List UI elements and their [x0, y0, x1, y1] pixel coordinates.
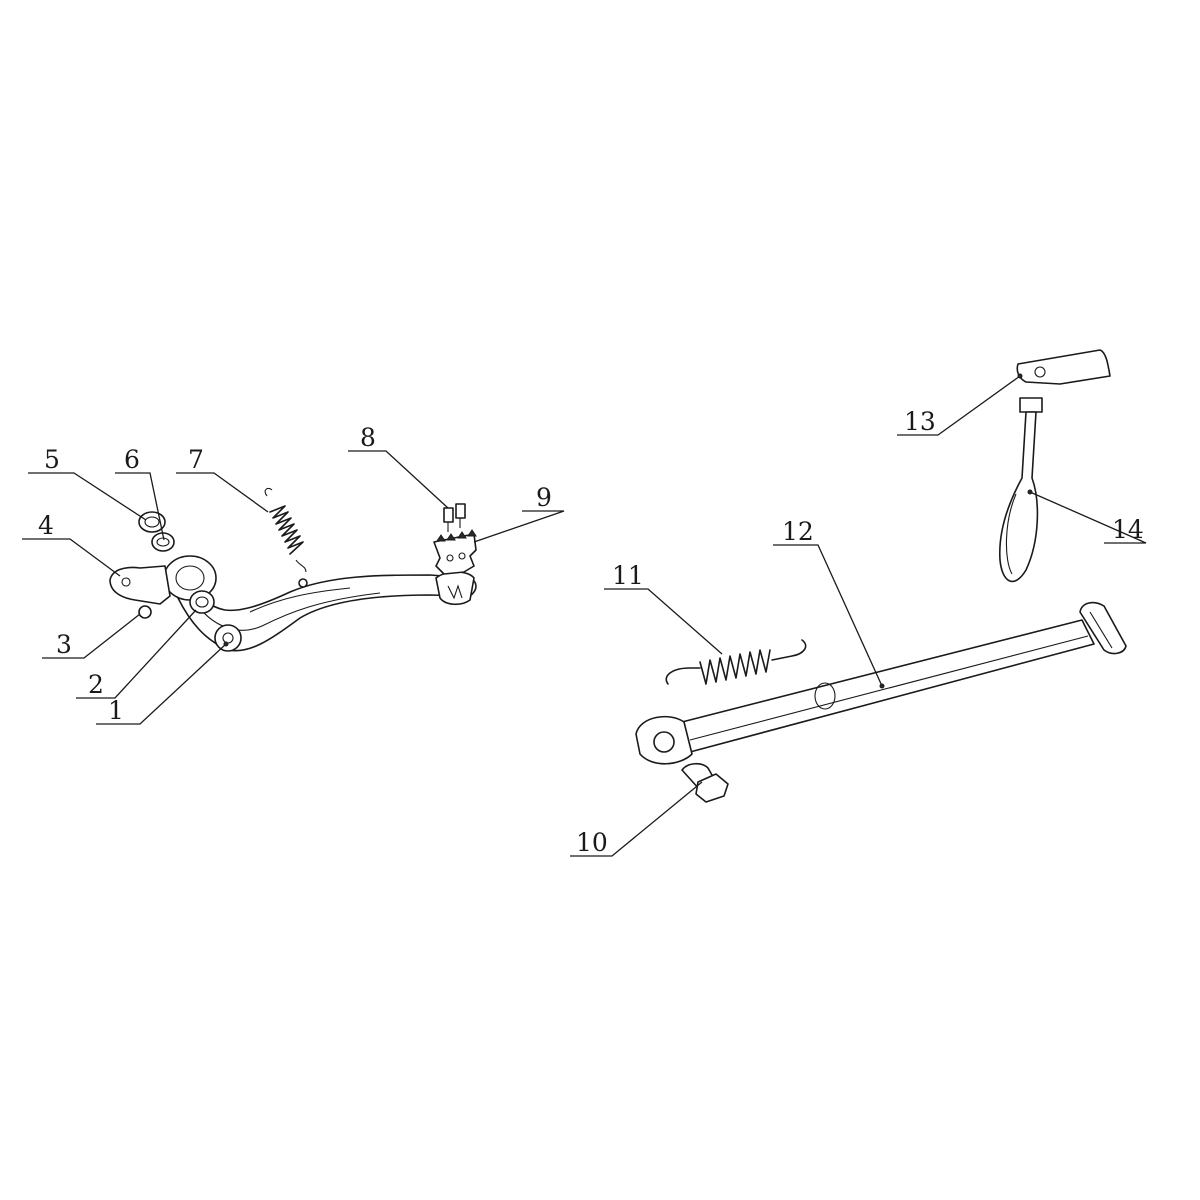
side-stand-leg	[681, 619, 1095, 753]
brake-pedal-arm	[177, 573, 477, 652]
callout-6: 6	[124, 445, 140, 474]
leader-10	[570, 781, 703, 857]
small-bolt	[138, 605, 152, 619]
leader-14	[1029, 491, 1147, 544]
mounting-bracket	[1016, 349, 1111, 385]
callout-11: 11	[612, 561, 644, 590]
mounting-plate	[109, 565, 171, 605]
leader-6	[115, 472, 165, 541]
callout-10: 10	[576, 828, 608, 857]
rubber-pad	[1019, 397, 1043, 413]
leader-8	[348, 450, 449, 509]
washer-5	[138, 511, 166, 533]
leader-12	[773, 544, 883, 687]
leader-11	[604, 588, 723, 655]
leader-1	[96, 643, 227, 725]
callout-14: 14	[1112, 515, 1144, 544]
pedal-foot-tip	[435, 571, 475, 606]
leader-13	[897, 375, 1021, 436]
callout-labels: 1 2 3 4 5 6 7 8 9 10 11 12 13 14	[38, 407, 1144, 857]
callout-13: 13	[904, 407, 936, 436]
leader-7	[176, 472, 269, 513]
leader-5	[28, 472, 147, 521]
callout-2: 2	[88, 670, 104, 699]
return-spring	[264, 487, 308, 588]
stand-spring	[665, 639, 807, 685]
leader-4	[22, 538, 121, 577]
callout-7: 7	[188, 445, 204, 474]
pedal-end-pivot	[214, 624, 242, 652]
leader-2	[76, 609, 197, 699]
callout-12: 12	[782, 517, 814, 546]
leader-9	[473, 510, 565, 543]
leader-lines	[22, 373, 1147, 857]
callout-5: 5	[44, 445, 60, 474]
stand-strap	[999, 411, 1039, 583]
bushing	[189, 590, 215, 614]
side-stand-assembly	[635, 349, 1127, 803]
pivot-bolt	[681, 762, 729, 803]
tip-screws	[443, 503, 466, 532]
callout-1: 1	[108, 696, 124, 725]
callout-8: 8	[360, 423, 376, 452]
callout-3: 3	[56, 630, 72, 659]
brake-pedal-assembly	[109, 487, 477, 652]
callout-9: 9	[536, 483, 552, 512]
callout-4: 4	[38, 511, 54, 540]
leader-3	[42, 613, 141, 659]
